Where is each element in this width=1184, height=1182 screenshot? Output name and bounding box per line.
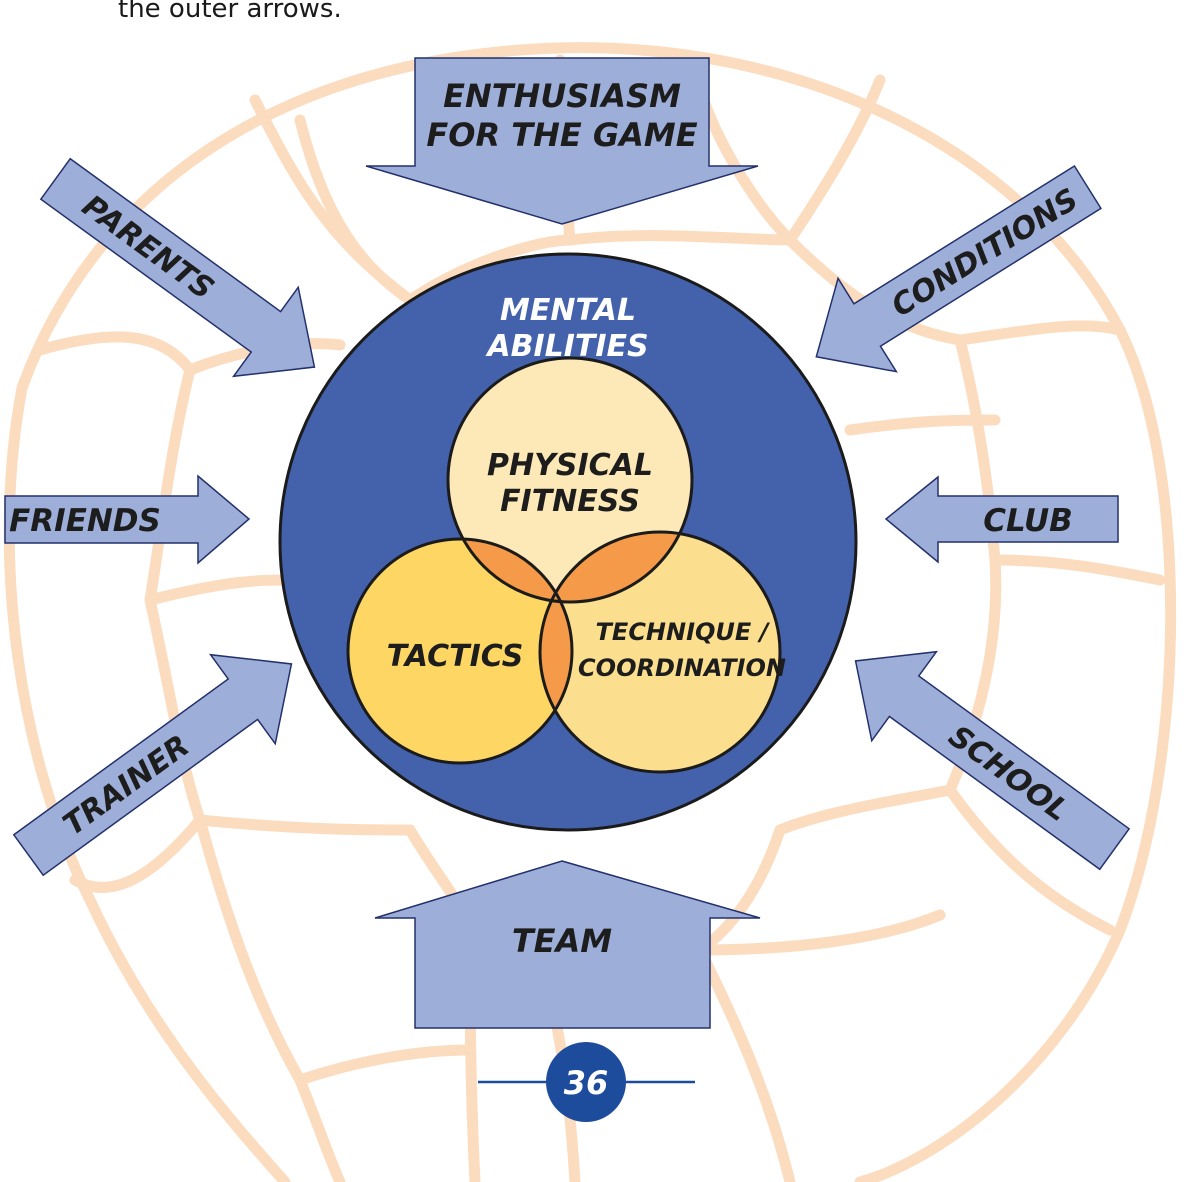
ball-seam-bottom [294, 824, 706, 1182]
arrow-conditions: CONDITIONS [815, 164, 1102, 373]
arrow-enthusiasm-label-line1: ENTHUSIASM [443, 77, 681, 115]
overlap-physical-technique [540, 532, 692, 602]
abilities-diagram: MENTAL ABILITIES PHYSICAL FITNESS TACTIC… [278, 252, 858, 832]
page-number-badge [546, 1042, 626, 1122]
mental-abilities-label-line1: MENTAL [500, 293, 636, 328]
arrow-friends-label: FRIENDS [9, 503, 161, 539]
tactics-label: TACTICS [387, 639, 524, 674]
arrow-conditions-label: CONDITIONS [886, 182, 1085, 324]
arrow-friends: FRIENDS [4, 474, 251, 565]
arrow-club-label: CLUB [983, 503, 1073, 539]
arrow-trainer-label: TRAINER [57, 728, 196, 843]
ball-seam-top-arc [249, 74, 886, 306]
physical-fitness-label-line2: FITNESS [500, 484, 640, 519]
arrow-enthusiasm-label-line2: FOR THE GAME [426, 116, 697, 154]
arrow-enthusiasm: ENTHUSIASM FOR THE GAME [365, 57, 759, 225]
physical-fitness-label-line1: PHYSICAL [487, 448, 653, 483]
ball-background [3, 42, 1177, 1182]
technique-label-line2: COORDINATION [578, 654, 786, 682]
technique-outline [538, 530, 782, 774]
ball-seam-right-lower [694, 554, 1116, 1182]
arrow-club: CLUB [884, 475, 1119, 564]
page-number: 36 [478, 1042, 695, 1122]
page-number-text: 36 [564, 1064, 609, 1102]
tactics-circle [348, 539, 572, 763]
caption-text: the outer arrows. [118, 0, 342, 24]
technique-label-line1: TECHNIQUE / [596, 618, 771, 646]
tactics-outline [346, 537, 574, 765]
physical-fitness-outline [446, 356, 694, 604]
arrow-team-label: TEAM [512, 922, 612, 960]
arrow-team: TEAM [374, 860, 761, 1029]
